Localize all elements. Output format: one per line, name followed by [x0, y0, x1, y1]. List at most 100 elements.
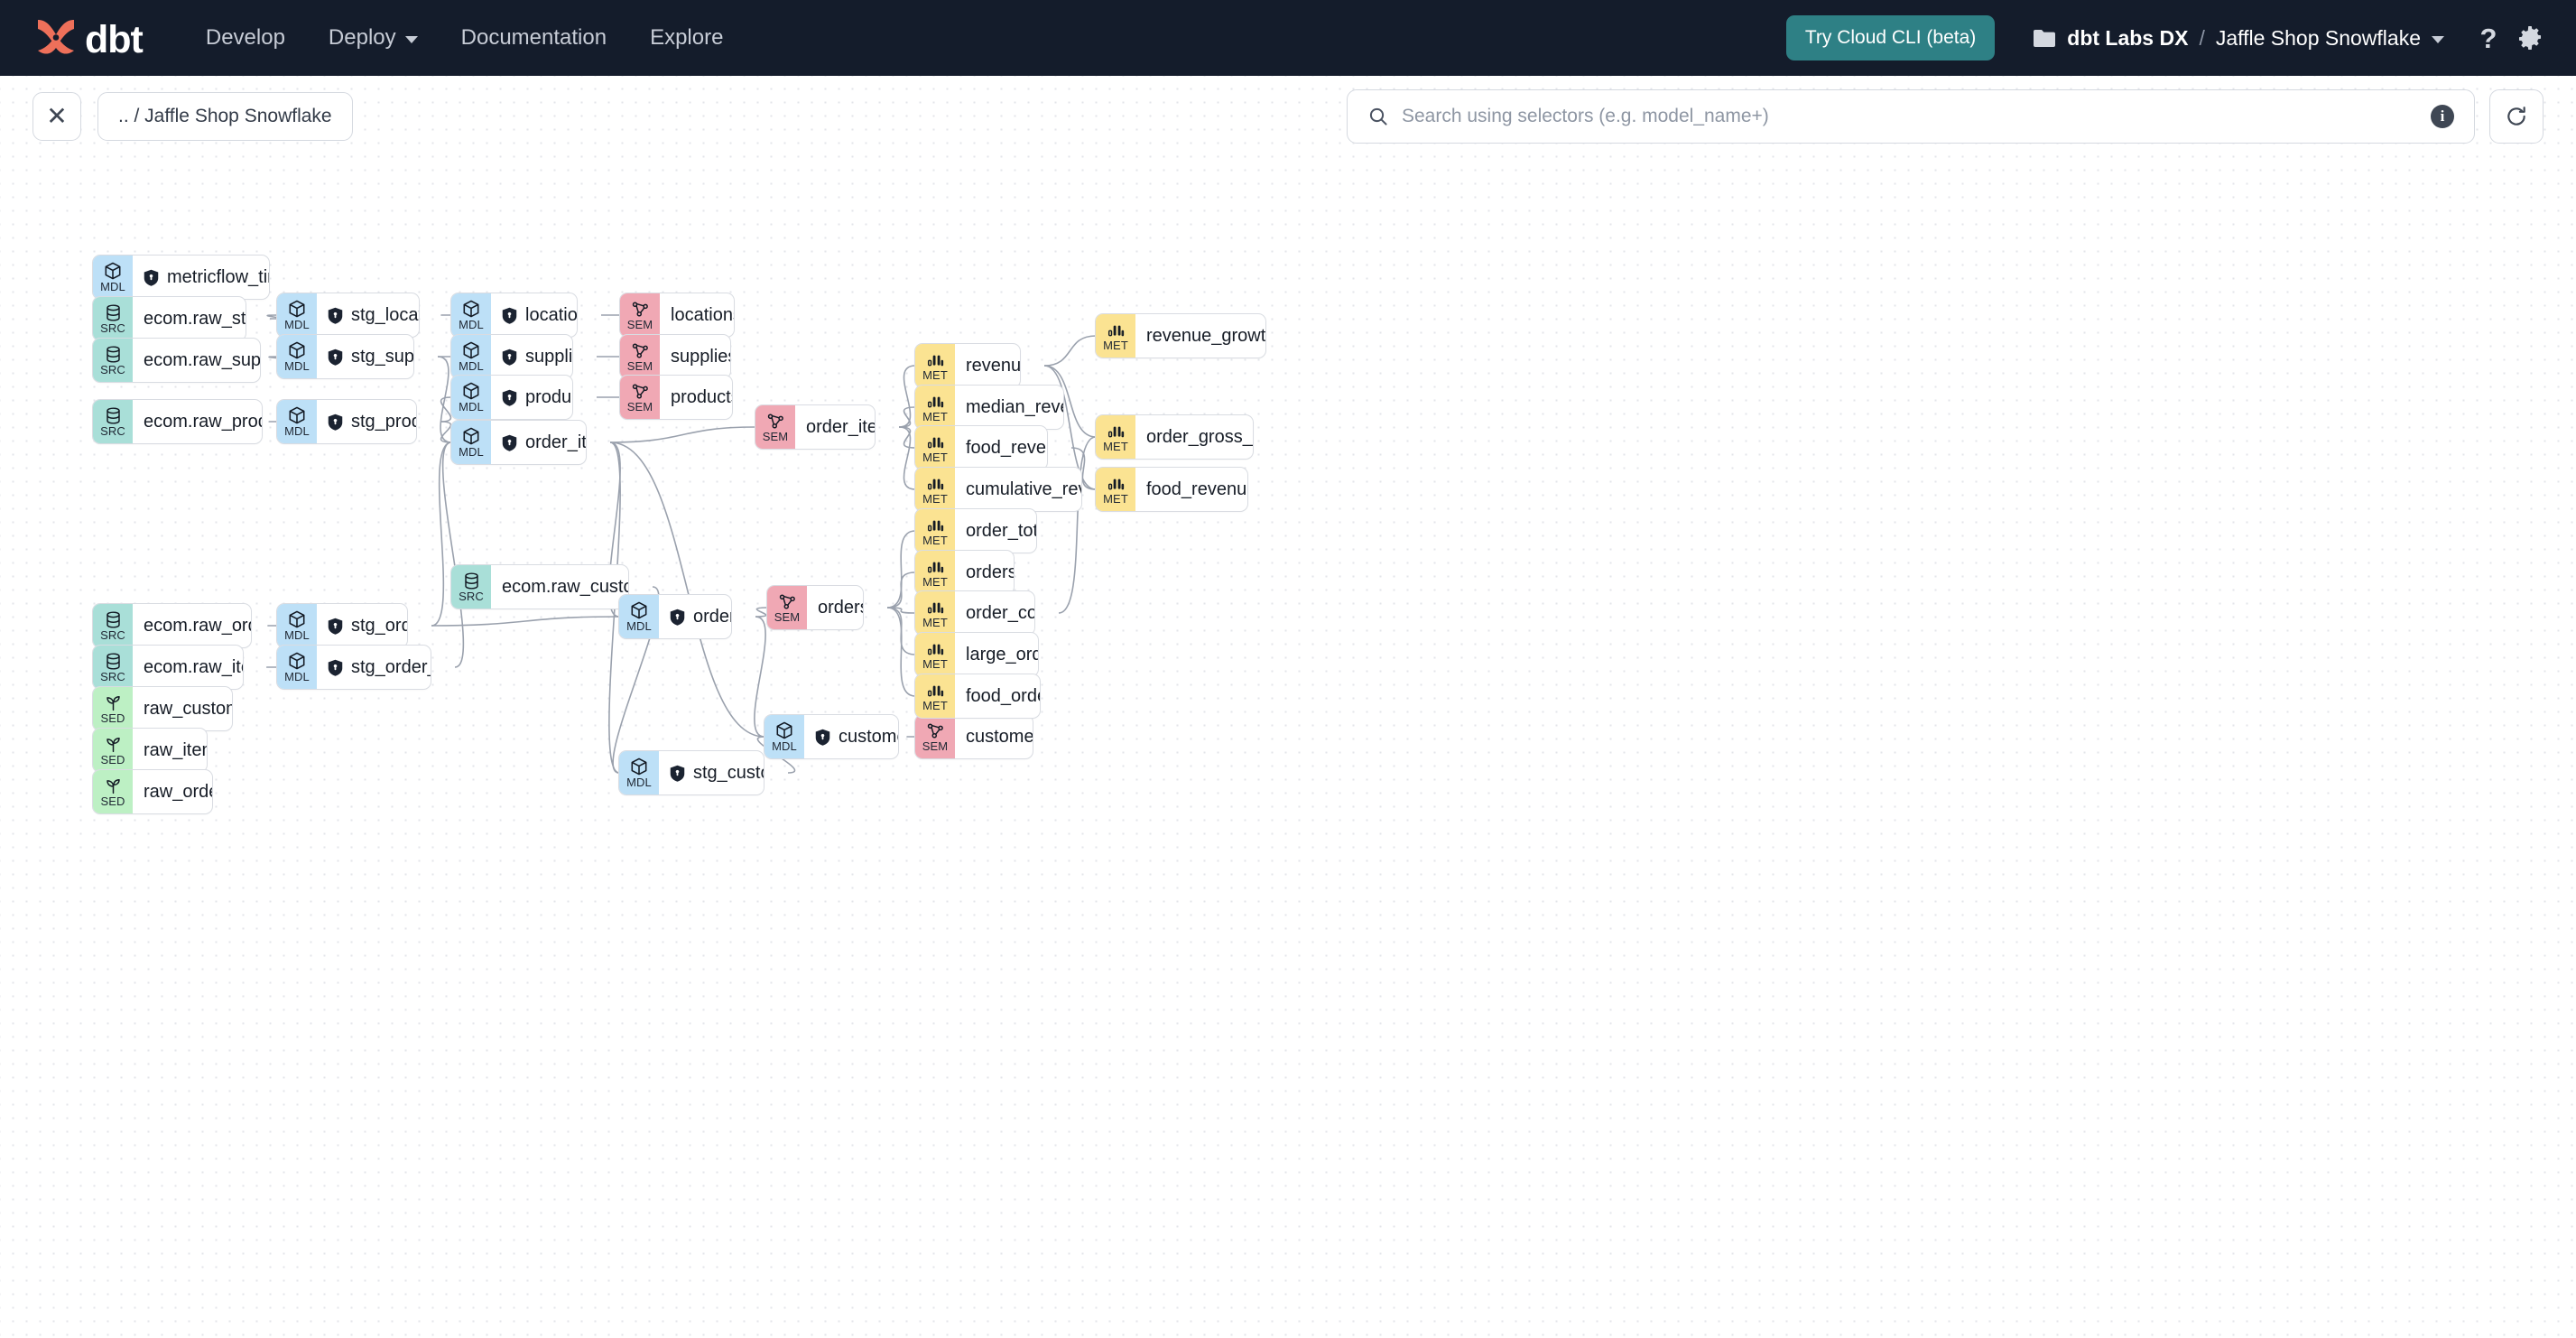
bar-chart-icon	[926, 641, 945, 658]
node-type-badge-met: MET	[915, 551, 955, 594]
node-type-label: MET	[922, 615, 948, 629]
semantic-graph-icon	[631, 383, 650, 401]
node-label: locations	[671, 304, 734, 325]
governance-shield-icon	[328, 413, 343, 431]
node-type-badge-sem: SEM	[620, 335, 660, 378]
node-type-label: SEM	[774, 609, 801, 624]
node-type-label: SED	[100, 794, 125, 808]
graph-node-products[interactable]: MDLproducts	[451, 376, 572, 419]
help-button[interactable]: ?	[2468, 17, 2509, 59]
graph-node-stg_supplies[interactable]: MDL stg_supplies	[277, 335, 413, 378]
graph-node-supplies[interactable]: MDLsupplies	[451, 335, 572, 378]
try-cloud-cli-button[interactable]: Try Cloud CLI (beta)	[1785, 15, 1996, 60]
graph-node-customers_mdl[interactable]: MDLcustomers	[764, 715, 898, 758]
close-graph-button[interactable]: ✕	[32, 92, 81, 141]
node-type-label: MDL	[284, 358, 310, 373]
cube-icon	[287, 610, 307, 629]
governance-shield-icon	[328, 659, 343, 676]
project-chevron-down-icon[interactable]	[2432, 36, 2444, 43]
graph-node-sem_customers[interactable]: SEM customers	[915, 715, 1033, 758]
project-name[interactable]: Jaffle Shop Snowflake	[2215, 25, 2421, 50]
node-label: raw_items	[144, 739, 207, 760]
cube-icon	[103, 262, 123, 281]
breadcrumb-pill[interactable]: .. / Jaffle Shop Snowflake	[97, 92, 353, 141]
graph-node-raw_orders[interactable]: SED raw_orders	[93, 770, 212, 813]
semantic-graph-icon	[778, 593, 797, 611]
graph-node-sem_orders[interactable]: SEMorders	[767, 586, 863, 629]
settings-button[interactable]	[2509, 17, 2551, 59]
node-type-badge-mdl: MDL	[93, 256, 133, 299]
node-label-wrap: food_revenue_pct	[1135, 468, 1247, 511]
graph-node-sem_products[interactable]: SEMproducts	[620, 376, 732, 419]
lineage-edge	[898, 365, 916, 428]
node-label-wrap: ecom.raw_supplies	[133, 339, 260, 382]
nav-item-deploy[interactable]: Deploy	[307, 16, 440, 60]
graph-node-sem_supplies[interactable]: SEMsupplies	[620, 335, 730, 378]
dbt-logo[interactable]: dbt	[32, 14, 144, 61]
node-label-wrap: order_gross_profit	[1135, 415, 1253, 459]
node-label: stg_supplies	[351, 346, 413, 367]
search-input[interactable]	[1402, 106, 2418, 127]
node-type-badge-mdl: MDL	[451, 335, 491, 378]
node-label-wrap: raw_orders	[133, 770, 212, 813]
top-navigation-bar: dbt Develop Deploy Documentation Explore…	[0, 0, 2576, 76]
bar-chart-icon	[926, 517, 945, 534]
node-label-wrap: ecom.raw_items	[133, 646, 243, 689]
graph-node-sem_locations[interactable]: SEMlocations	[620, 293, 734, 337]
node-label: customers	[966, 726, 1033, 747]
node-type-badge-src: SRC	[93, 297, 133, 340]
lineage-graph-canvas[interactable]: MDLmetricflow_time_spineSRCecom.raw_stor…	[0, 76, 2576, 1338]
search-box[interactable]: i	[1347, 89, 2475, 144]
lineage-edges	[265, 314, 1097, 774]
nav-item-explore[interactable]: Explore	[628, 16, 745, 60]
nav-item-develop[interactable]: Develop	[184, 16, 307, 60]
lineage-edge	[1043, 365, 1097, 438]
info-icon[interactable]: i	[2431, 105, 2454, 128]
node-type-label: SEM	[922, 739, 949, 753]
node-type-label: MDL	[459, 317, 484, 331]
governance-shield-icon	[502, 389, 517, 406]
node-type-badge-src: SRC	[451, 565, 491, 609]
node-label: locations	[525, 304, 577, 325]
node-type-badge-mdl: MDL	[451, 421, 491, 464]
bar-chart-icon	[926, 434, 945, 451]
graph-node-orders_mdl[interactable]: MDLorders	[619, 595, 731, 638]
bar-chart-icon	[1107, 322, 1126, 339]
node-type-label: SRC	[100, 423, 125, 438]
node-label: ecom.raw_orders	[144, 615, 251, 636]
bar-chart-icon	[926, 599, 945, 617]
graph-node-locations[interactable]: MDL locations	[451, 293, 577, 337]
refresh-button[interactable]	[2489, 89, 2544, 144]
node-type-badge-src: SRC	[93, 339, 133, 382]
node-type-label: MET	[922, 533, 948, 547]
nav-item-documentation[interactable]: Documentation	[440, 16, 628, 60]
